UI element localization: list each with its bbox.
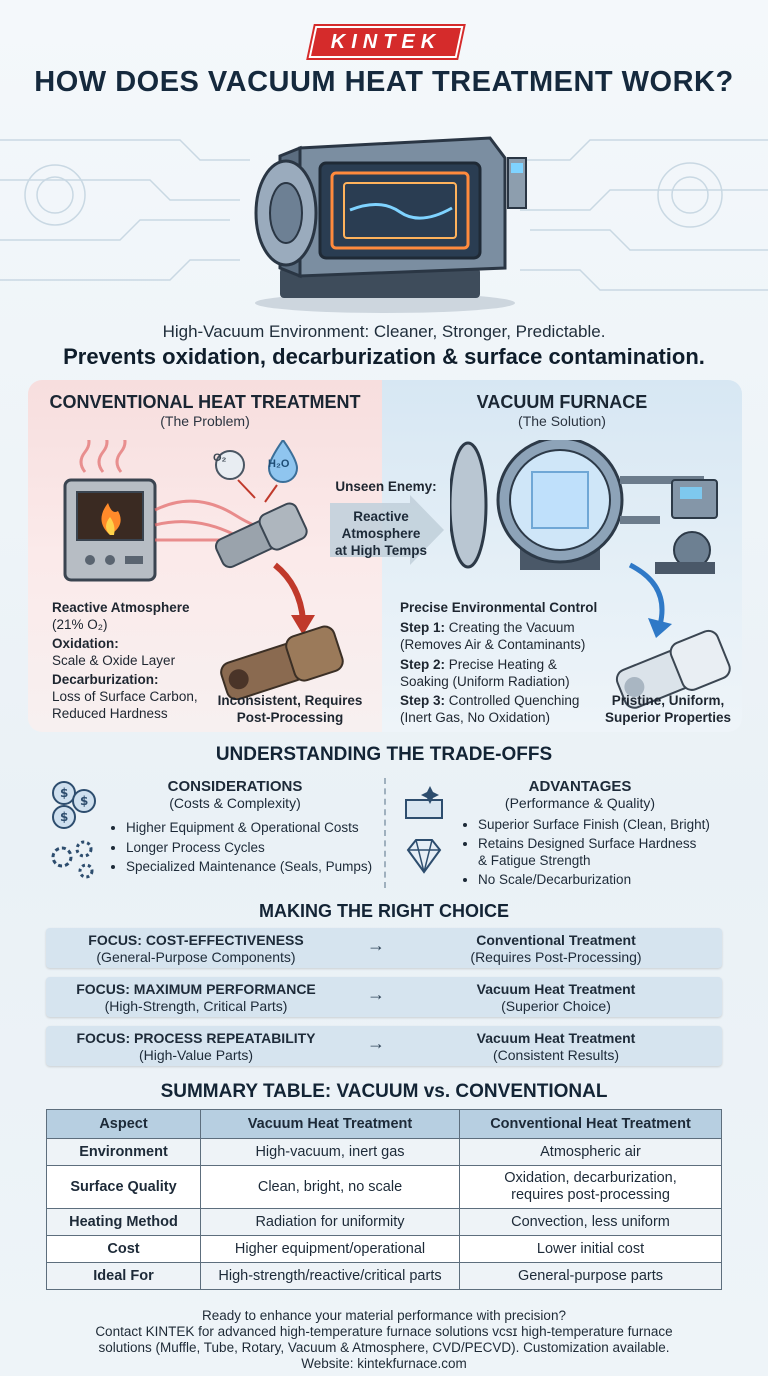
kintek-logo: KINTEK (308, 26, 464, 58)
list-item: Higher Equipment & Operational Costs (126, 818, 396, 838)
arrow-right-icon: → (367, 1033, 385, 1053)
considerations-header: CONSIDERATIONS (Costs & Complexity) (167, 778, 303, 811)
table-row: Heating Method Radiation for uniformity … (46, 1208, 722, 1236)
step-1: Step 1: Creating the Vacuum (Removes Air… (400, 620, 586, 652)
headline: Prevents oxidation, decarburization & su… (63, 344, 705, 369)
footer-contact: Ready to enhance your material performan… (0, 1308, 768, 1372)
page-title: HOW DOES VACUUM HEAT TREATMENT WORK? (34, 66, 734, 98)
o2-label: O₂ (213, 452, 227, 464)
list-item: Retains Designed Surface Hardness& Fatig… (478, 835, 768, 869)
table-row: Ideal For High-strength/reactive/critica… (46, 1262, 722, 1290)
tagline: High-Vacuum Environment: Cleaner, Strong… (162, 322, 606, 341)
svg-text:$: $ (60, 810, 68, 824)
list-item: Specialized Maintenance (Seals, Pumps) (126, 857, 396, 877)
choice-title: MAKING THE RIGHT CHOICE (259, 901, 509, 921)
choice-row-cost: FOCUS: COST-EFFECTIVENESS(General-Purpos… (46, 928, 722, 968)
table-row: Surface Quality Clean, bright, no scale … (46, 1165, 722, 1209)
advantages-header: ADVANTAGES (Performance & Quality) (504, 778, 656, 811)
svg-text:$: $ (60, 786, 68, 800)
conventional-subtitle: (The Problem) (160, 413, 250, 429)
oxidation-label: Oxidation: Scale & Oxide Layer (52, 636, 176, 668)
arrow-right-icon: → (367, 984, 385, 1004)
conventional-oven-illustration (63, 440, 344, 700)
summary-title: SUMMARY TABLE: VACUUM vs. CONVENTIONAL (160, 1081, 608, 1102)
vacuum-subtitle: (The Solution) (518, 413, 606, 429)
summary-table: Aspect Vacuum Heat Treatment Conventiona… (46, 1109, 722, 1290)
unseen-enemy-label: Unseen Enemy: (335, 479, 437, 494)
vacuum-result: Pristine, Uniform, Superior Properties (604, 693, 732, 725)
h2o-label: H₂O (268, 458, 290, 470)
tradeoffs-title: UNDERSTANDING THE TRADE-OFFS (215, 744, 553, 765)
list-item: No Scale/Decarburization (478, 871, 768, 888)
tradeoffs-divider (384, 778, 386, 888)
choice-row-performance: FOCUS: MAXIMUM PERFORMANCE(High-Strength… (46, 977, 722, 1017)
vacuum-title: VACUUM FURNACE (476, 392, 648, 412)
vacuum-chamber-illustration (450, 440, 731, 709)
advantages-list: Superior Surface Finish (Clean, Bright) … (462, 816, 768, 888)
decarburization-label: Decarburization: Loss of Surface Carbon,… (52, 672, 198, 721)
table-row: Cost Higher equipment/operational Lower … (46, 1235, 722, 1263)
surface-diamond-icon (405, 786, 443, 874)
considerations-list: Higher Equipment & Operational Costs Lon… (110, 818, 396, 877)
table-row: Environment High-vacuum, inert gas Atmos… (46, 1138, 722, 1166)
table-header-row: Aspect Vacuum Heat Treatment Conventiona… (46, 1109, 722, 1139)
step-2: Step 2: Precise Heating & Soaking (Unifo… (400, 657, 570, 689)
circuit-background (0, 139, 768, 291)
arrow-right-icon: → (367, 935, 385, 955)
precise-control-label: Precise Environmental Control (400, 600, 598, 615)
website-link[interactable]: Website: kintekfurnace.com (301, 1356, 467, 1371)
center-arrow-text: Reactive Atmosphere at High Temps (334, 509, 427, 558)
list-item: Longer Process Cycles (126, 838, 396, 858)
center-arrow (330, 495, 444, 565)
reactive-atmosphere-label: Reactive Atmosphere (21% O₂) (52, 600, 190, 632)
coins-gears-icon: $ $ $ (51, 781, 96, 879)
conventional-title: CONVENTIONAL HEAT TREATMENT (49, 392, 361, 412)
svg-text:$: $ (80, 794, 88, 808)
conventional-result: Inconsistent, Requires Post-Processing (217, 693, 363, 725)
list-item: Superior Surface Finish (Clean, Bright) (478, 816, 768, 833)
vacuum-furnace-illustration (254, 136, 527, 313)
choice-row-repeatability: FOCUS: PROCESS REPEATABILITY(High-Value … (46, 1026, 722, 1066)
step-3: Step 3: Controlled Quenching (Inert Gas,… (400, 693, 580, 725)
